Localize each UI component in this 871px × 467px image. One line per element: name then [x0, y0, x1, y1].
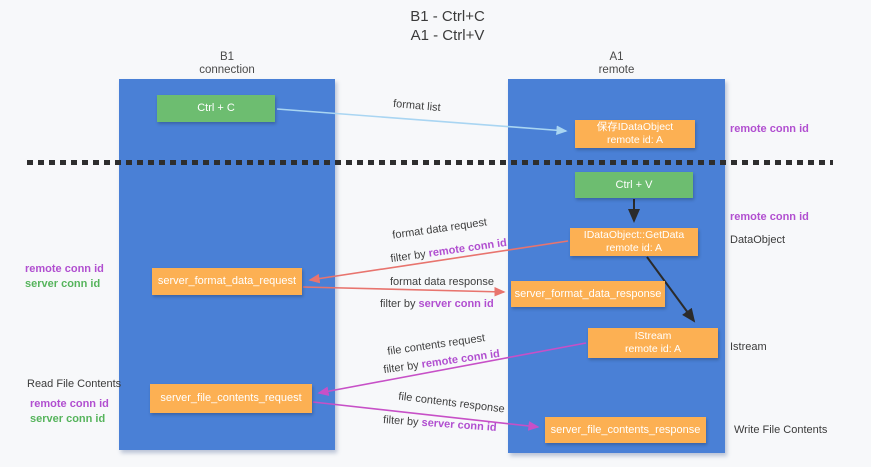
title-line-1: B1 - Ctrl+C [410, 8, 485, 25]
server-conn-id-annotation-left-2: server conn id [30, 413, 106, 425]
remote-conn-id-annotation-mid-right: remote conn id [730, 211, 809, 223]
server-conn-id-text: server conn id [418, 298, 494, 310]
read-file-contents-annotation: Read File Contents [27, 378, 122, 390]
filter-by-text: filter by [382, 358, 423, 377]
getdata-line2: remote id: A [605, 242, 663, 254]
server-conn-id-text: server conn id [421, 416, 497, 434]
filter-by-text: filter by [380, 298, 419, 310]
lane-header-a1: A1 remote [508, 51, 725, 77]
istream-box: IStream remote id: A [588, 328, 718, 358]
saved-idataobject-line2: remote id: A [606, 134, 664, 146]
ctrl-v-box: Ctrl + V [575, 172, 693, 198]
server-format-data-request-label: server_format_data_request [157, 275, 297, 287]
server-conn-id-annotation-left-1: server conn id [25, 278, 101, 290]
format-data-response-label: format data response [390, 276, 494, 288]
server-file-contents-response-box: server_file_contents_response [545, 417, 706, 443]
remote-conn-id-annotation-top-right: remote conn id [730, 123, 809, 135]
saved-idataobject-line1: 保存IDataObject [596, 121, 674, 133]
filter-by-remote-conn-id-label-1: filter by remote conn id [390, 237, 508, 265]
filter-by-text: filter by [382, 414, 422, 429]
idataobject-getdata-box: IDataObject::GetData remote id: A [570, 228, 698, 256]
remote-conn-id-annotation-left-2: remote conn id [30, 398, 109, 410]
remote-conn-id-text: remote conn id [427, 236, 508, 260]
session-divider-dashed-line [27, 160, 833, 165]
getdata-line1: IDataObject::GetData [583, 229, 685, 241]
istream-line2: remote id: A [624, 343, 682, 355]
filter-by-text: filter by [389, 247, 430, 266]
lane-b1-title: B1 [219, 51, 235, 63]
lane-a1-title: A1 [609, 51, 624, 63]
dataobject-annotation: DataObject [730, 234, 786, 246]
filter-by-server-conn-id-label-1: filter by server conn id [380, 298, 494, 310]
format-data-request-label: format data request [391, 216, 488, 242]
server-file-contents-response-label: server_file_contents_response [550, 423, 701, 436]
remote-conn-id-annotation-left-1: remote conn id [25, 263, 104, 275]
ctrl-c-box: Ctrl + C [157, 95, 275, 122]
format-list-label: format list [392, 97, 442, 115]
server-file-contents-request-box: server_file_contents_request [150, 384, 312, 413]
server-file-contents-request-label: server_file_contents_request [160, 392, 302, 404]
server-format-data-response-label: server_format_data_response [514, 287, 662, 300]
diagram-title: B1 - Ctrl+C A1 - Ctrl+V [12, 7, 871, 45]
ctrl-c-label: Ctrl + C [197, 102, 235, 114]
server-format-data-request-box: server_format_data_request [152, 268, 302, 295]
filter-by-server-conn-id-label-2: filter by server conn id [383, 414, 497, 434]
write-file-contents-annotation: Write File Contents [734, 424, 828, 436]
server-format-data-response-box: server_format_data_response [511, 281, 665, 307]
ctrl-v-label: Ctrl + V [615, 178, 653, 191]
saved-idataobject-box: 保存IDataObject remote id: A [575, 120, 695, 148]
lane-header-b1: B1 connection [119, 51, 335, 77]
lane-a1-subtitle: remote [598, 64, 635, 76]
file-contents-response-label: file contents response [397, 390, 506, 416]
lane-b1-subtitle: connection [199, 64, 255, 76]
title-line-2: A1 - Ctrl+V [410, 27, 485, 44]
istream-annotation: Istream [730, 341, 767, 353]
istream-line1: IStream [634, 330, 672, 342]
